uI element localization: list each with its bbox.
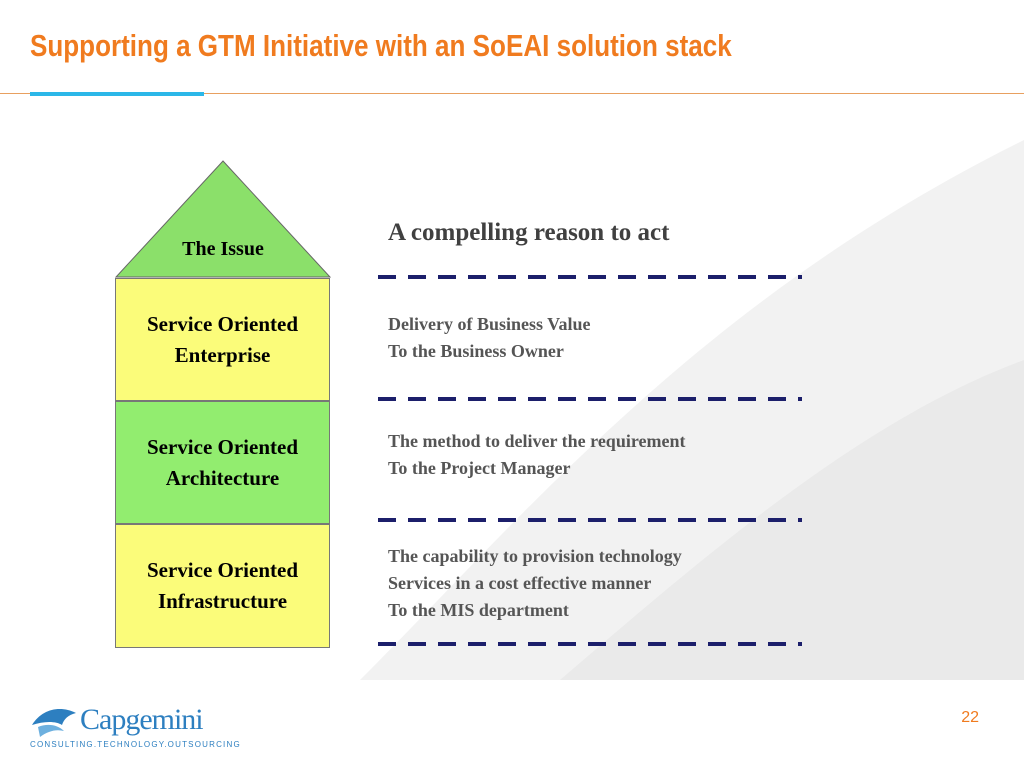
divider-dashed-line xyxy=(378,642,802,646)
block-service-oriented-infrastructure: Service Oriented Infrastructure xyxy=(115,524,330,648)
caption-business-value: Delivery of Business Value To the Busine… xyxy=(388,314,591,361)
title-divider xyxy=(0,93,1024,94)
block-service-oriented-enterprise: Service Oriented Enterprise xyxy=(115,278,330,401)
logo-wordmark: Capgemini xyxy=(80,703,204,736)
roof-triangle xyxy=(115,160,331,278)
caption-delivery-method: The method to deliver the requirement To… xyxy=(388,431,686,478)
capgemini-spade-icon xyxy=(32,709,76,737)
footer xyxy=(0,680,1024,768)
caption-compelling-reason: A compelling reason to act xyxy=(388,219,670,246)
slide-title: Supporting a GTM Initiative with an SoEA… xyxy=(30,28,732,63)
divider-dashed-line xyxy=(378,275,802,279)
title-accent-bar xyxy=(30,92,204,96)
divider-dashed-line xyxy=(378,397,802,401)
roof-label: The Issue xyxy=(182,238,264,260)
block-service-oriented-architecture: Service Oriented Architecture xyxy=(115,401,330,524)
logo-tagline: CONSULTING.TECHNOLOGY.OUTSOURCING xyxy=(30,740,241,749)
page-number: 22 xyxy=(961,709,979,726)
divider-dashed-line xyxy=(378,518,802,522)
caption-provision-capability: The capability to provision technology S… xyxy=(388,546,682,620)
